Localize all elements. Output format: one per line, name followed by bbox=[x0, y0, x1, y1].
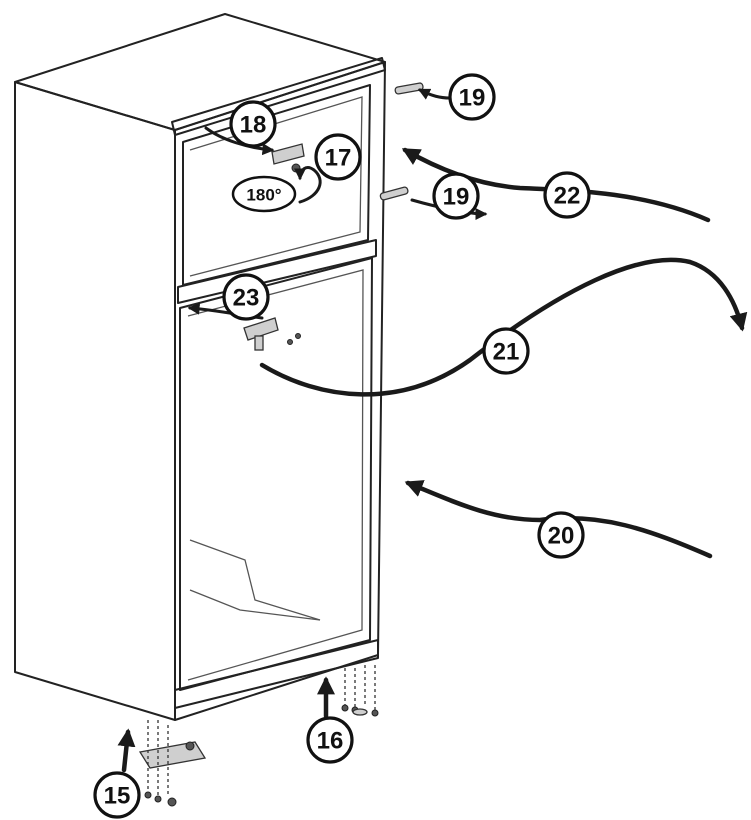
callout-15: 15 bbox=[93, 771, 141, 819]
rotation-180-badge: 180° bbox=[231, 175, 297, 213]
callout-17: 17 bbox=[314, 133, 362, 181]
cabinet-base bbox=[174, 639, 379, 709]
callout-label: 16 bbox=[317, 728, 344, 755]
callout-18: 18 bbox=[229, 100, 277, 148]
callout-19-upper: 19 bbox=[448, 73, 496, 121]
callout-label: 20 bbox=[548, 523, 575, 550]
arrow-21 bbox=[259, 257, 748, 397]
callout-label: 19 bbox=[443, 184, 470, 211]
callout-label: 23 bbox=[233, 285, 260, 312]
top-hinge-cover bbox=[171, 57, 386, 136]
callout-19-lower: 19 bbox=[432, 172, 480, 220]
freezer-compartment bbox=[182, 84, 371, 286]
compartment-divider bbox=[177, 239, 377, 304]
callout-label: 19 bbox=[459, 85, 486, 112]
callout-21: 21 bbox=[482, 327, 530, 375]
callout-label: 15 bbox=[104, 783, 131, 810]
foot-screws-right bbox=[341, 665, 379, 717]
cabinet-side bbox=[14, 81, 176, 721]
callout-label: 18 bbox=[240, 112, 267, 139]
arrow-17-rotate bbox=[294, 166, 322, 204]
callout-label: 17 bbox=[325, 145, 352, 172]
hole-plug-lower bbox=[379, 186, 409, 201]
hole-plug-upper bbox=[394, 82, 424, 95]
callout-label: 22 bbox=[554, 183, 581, 210]
arrow-20 bbox=[404, 480, 713, 559]
callout-23: 23 bbox=[222, 273, 270, 321]
callout-label: 21 bbox=[493, 339, 520, 366]
callout-16: 16 bbox=[306, 716, 354, 764]
bottom-hinge-part bbox=[138, 720, 207, 807]
top-hinge-part bbox=[271, 143, 305, 173]
middle-hinge-part bbox=[243, 317, 301, 351]
rotation-180-label: 180° bbox=[246, 186, 281, 205]
refrigerator-cabinet bbox=[14, 13, 386, 721]
arrow-15 bbox=[117, 728, 136, 773]
arrow-19-upper bbox=[417, 88, 452, 100]
arrow-18 bbox=[204, 126, 275, 156]
callout-22: 22 bbox=[543, 171, 591, 219]
arrow-22 bbox=[401, 147, 711, 223]
fridge-compartment bbox=[179, 257, 373, 691]
callout-20: 20 bbox=[537, 511, 585, 559]
